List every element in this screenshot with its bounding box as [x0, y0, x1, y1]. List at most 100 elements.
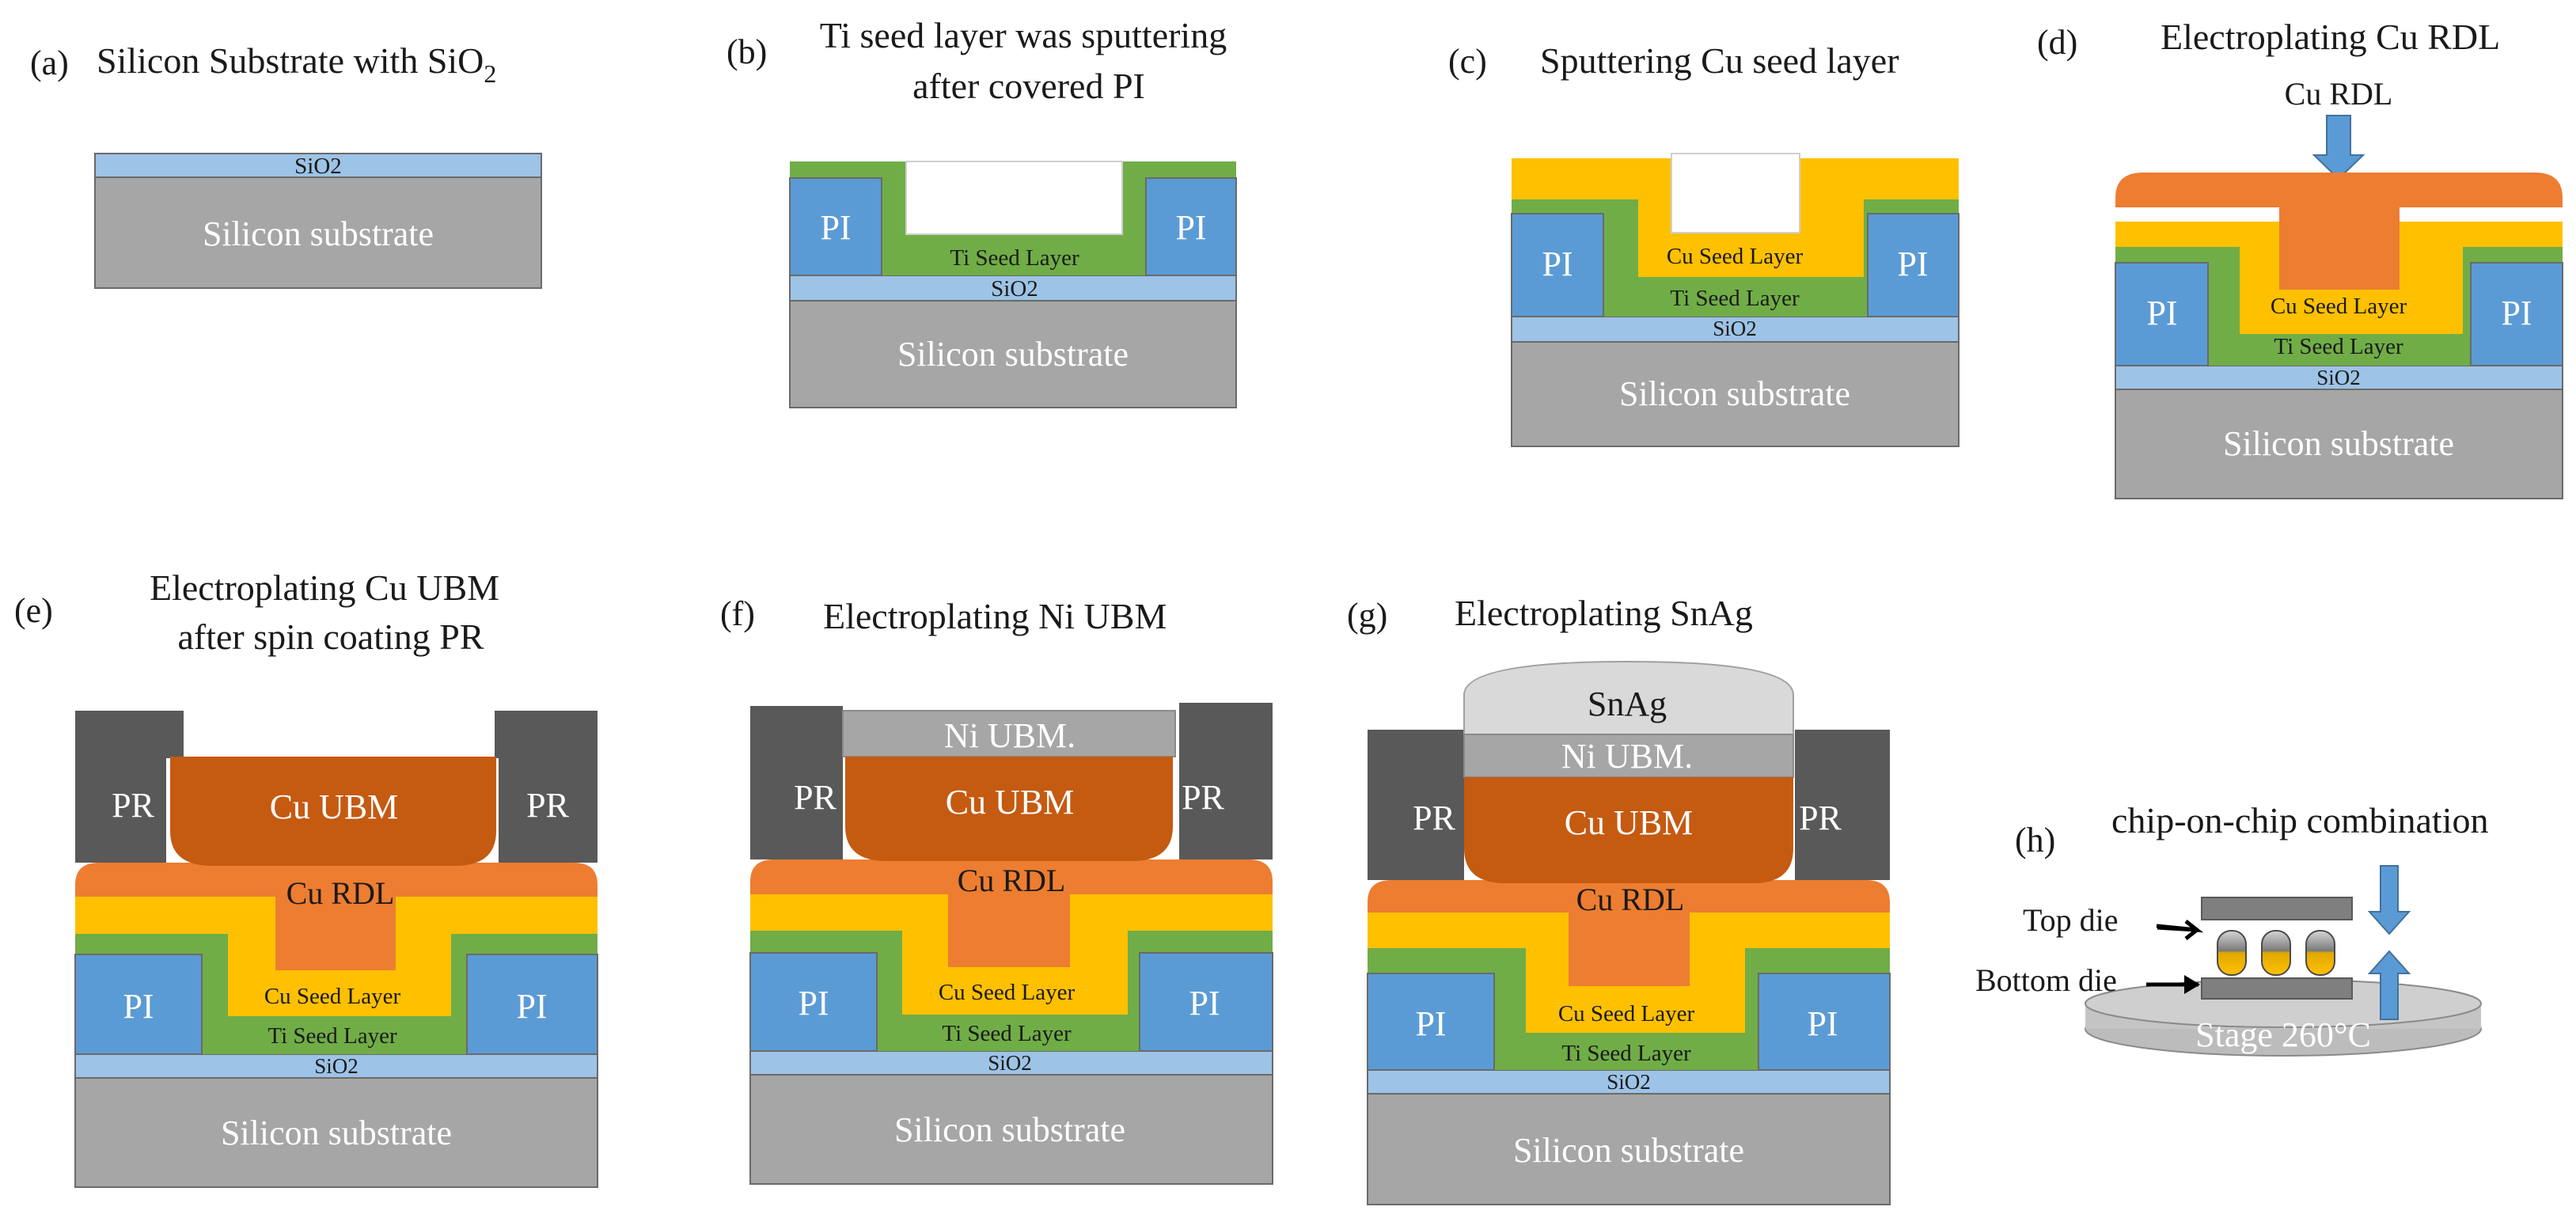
- panel-h-top-die: [2201, 897, 2353, 920]
- panel-d-down-arrow: [2312, 115, 2365, 180]
- panel-d-title: Electroplating Cu RDL: [2161, 17, 2500, 57]
- panel-h-solder-bump-3: [2305, 930, 2335, 976]
- panel-c-ti-text: Ti Seed Layer: [1670, 286, 1800, 311]
- panel-c-silicon-text: Silicon substrate: [1619, 374, 1850, 413]
- panel-f-ti-text: Ti Seed Layer: [942, 1021, 1072, 1046]
- panel-b-pi-right-text: PI: [1175, 208, 1206, 247]
- panel-g-cu-ubm: [1464, 777, 1793, 883]
- panel-f-pr-right: [1179, 703, 1273, 859]
- panel-f-title: Electroplating Ni UBM: [823, 596, 1167, 636]
- panel-b-pi-right: [1145, 177, 1237, 276]
- panel-f-silicon-substrate: [749, 1074, 1273, 1185]
- panel-g-pr-left: [1368, 730, 1464, 880]
- panel-a-sio2-layer: [94, 153, 542, 178]
- panel-e-cu-seed-text: Cu Seed Layer: [264, 984, 401, 1009]
- panel-e: (e) Electroplating Cu UBM after spin coa…: [14, 567, 598, 1188]
- panel-c-label: (c): [1448, 42, 1487, 81]
- panel-g-pr-left-text: PR: [1413, 799, 1455, 837]
- panel-b-pi-left-text: PI: [820, 208, 851, 247]
- panel-h-bottom-die: [2201, 977, 2353, 1000]
- panel-e-pr-left-text: PR: [112, 786, 154, 825]
- panel-c-pi-left: [1511, 213, 1604, 317]
- panel-g-title: Electroplating SnAg: [1455, 593, 1753, 633]
- panel-f-sio2-text: SiO2: [988, 1051, 1032, 1075]
- panel-g-snag-text: SnAg: [1588, 685, 1667, 723]
- panel-d-silicon-text: Silicon substrate: [2223, 424, 2454, 463]
- panel-h-bottom-die-text: Bottom die: [1975, 962, 2117, 998]
- panel-e-pi-left-text: PI: [123, 987, 154, 1026]
- panel-g-silicon-text: Silicon substrate: [1513, 1131, 1744, 1170]
- panel-h-solder-bump-1: [2217, 930, 2247, 976]
- panel-d-arrow-label: Cu RDL: [2285, 76, 2393, 112]
- panel-b-sio2-layer: [789, 275, 1237, 302]
- panel-a-title-subscript: 2: [484, 59, 496, 88]
- panel-g-cu-ubm-text: Cu UBM: [1565, 803, 1694, 842]
- panel-g-pi-left-text: PI: [1415, 1004, 1446, 1043]
- panel-d-ti-text: Ti Seed Layer: [2274, 334, 2403, 359]
- panel-e-title-line2: after spin coating PR: [177, 617, 484, 657]
- panel-b-title-line2: after covered PI: [912, 66, 1145, 106]
- panel-f-pi-right: [1139, 952, 1273, 1052]
- panel-b: (b) Ti seed layer was sputtering after c…: [727, 15, 1237, 408]
- panel-f-label: (f): [720, 594, 755, 633]
- panel-d-pi-left: [2115, 262, 2209, 366]
- panel-f-pi-right-text: PI: [1189, 984, 1220, 1023]
- panel-d-sio2-text: SiO2: [2316, 366, 2361, 389]
- panel-h-stage-text: Stage 260°C: [2195, 1015, 2371, 1054]
- panel-a-sio2-text: SiO2: [294, 154, 342, 179]
- panel-h-down-arrow: [2367, 865, 2411, 935]
- panel-b-ti-seed-layer: [790, 161, 1236, 275]
- panel-f-pr-left: [750, 706, 843, 859]
- panel-g-cu-seed-text: Cu Seed Layer: [1558, 1001, 1695, 1026]
- panel-e-pi-right: [466, 954, 598, 1055]
- panel-f-pr-right-text: PR: [1182, 778, 1224, 817]
- panel-f-cu-ubm-text: Cu UBM: [946, 783, 1075, 821]
- panel-b-title-line1: Ti seed layer was sputtering: [820, 15, 1227, 55]
- panel-g-cu-rdl-text: Cu RDL: [1576, 882, 1685, 917]
- panel-e-cu-ubm: [170, 757, 496, 866]
- panel-e-silicon-substrate: [74, 1077, 598, 1188]
- panel-d: (d) Electroplating Cu RDL Cu RDL PI PI C…: [2037, 17, 2563, 499]
- panel-f-ni-ubm-text: Ni UBM.: [944, 716, 1076, 755]
- panel-f-silicon-text: Silicon substrate: [894, 1110, 1125, 1149]
- panel-f-sio2-layer: [749, 1050, 1273, 1076]
- panel-f-pr-left-text: PR: [794, 778, 837, 817]
- panel-g-label: (g): [1347, 596, 1387, 635]
- panel-g-silicon-substrate: [1367, 1093, 1891, 1205]
- panel-h: (h) chip-on-chip combination Stage 260°C…: [1975, 800, 2489, 1057]
- panel-g-sio2-text: SiO2: [1607, 1070, 1651, 1094]
- panel-f: (f) Electroplating Ni UBM Ni UBM. PR PR …: [720, 594, 1273, 1185]
- panel-f-cu-rdl: [750, 859, 1273, 967]
- panel-f-cu-ubm: [845, 757, 1173, 861]
- panel-d-pi-right: [2470, 262, 2563, 366]
- panel-d-pi-left-text: PI: [2146, 294, 2177, 332]
- panel-c-title: Sputtering Cu seed layer: [1540, 40, 1899, 81]
- panel-c-pi-right: [1867, 213, 1960, 317]
- panel-a-silicon-text: Silicon substrate: [203, 214, 434, 253]
- panel-d-pi-right-text: PI: [2501, 294, 2532, 332]
- panel-c-silicon-substrate: [1511, 341, 1960, 447]
- panel-g-ni-ubm-text: Ni UBM.: [1561, 737, 1693, 776]
- panel-h-label: (h): [2015, 821, 2055, 859]
- panel-e-sio2-text: SiO2: [314, 1054, 359, 1078]
- panel-g-ti-text: Ti Seed Layer: [1561, 1041, 1691, 1066]
- panel-a-label: (a): [30, 44, 69, 82]
- panel-b-label: (b): [727, 32, 767, 71]
- panel-a-title-main: Silicon Substrate with SiO: [97, 40, 484, 81]
- panel-c: (c) Sputtering Cu seed layer PI PI Cu Se…: [1448, 40, 1960, 447]
- panel-g-sio2-layer: [1367, 1069, 1891, 1095]
- panel-c-opening: [1671, 153, 1800, 233]
- panel-a-silicon-substrate: [94, 176, 542, 289]
- panel-e-label: (e): [14, 591, 53, 630]
- panel-b-sio2-text: SiO2: [991, 276, 1038, 302]
- panel-c-pi-right-text: PI: [1897, 245, 1928, 283]
- panel-d-cu-rdl: [2115, 173, 2563, 290]
- panel-h-top-die-text: Top die: [2023, 902, 2119, 938]
- panel-e-cu-ubm-text: Cu UBM: [270, 787, 399, 826]
- panel-g-pi-right-text: PI: [1807, 1004, 1838, 1043]
- panel-g-pi-right: [1758, 973, 1891, 1071]
- panel-g-snag-bump: [1463, 660, 1794, 735]
- panel-f-ni-ubm: [842, 710, 1176, 757]
- panel-a-title: Silicon Substrate with SiO2: [97, 40, 496, 88]
- panel-f-pi-left: [749, 952, 878, 1052]
